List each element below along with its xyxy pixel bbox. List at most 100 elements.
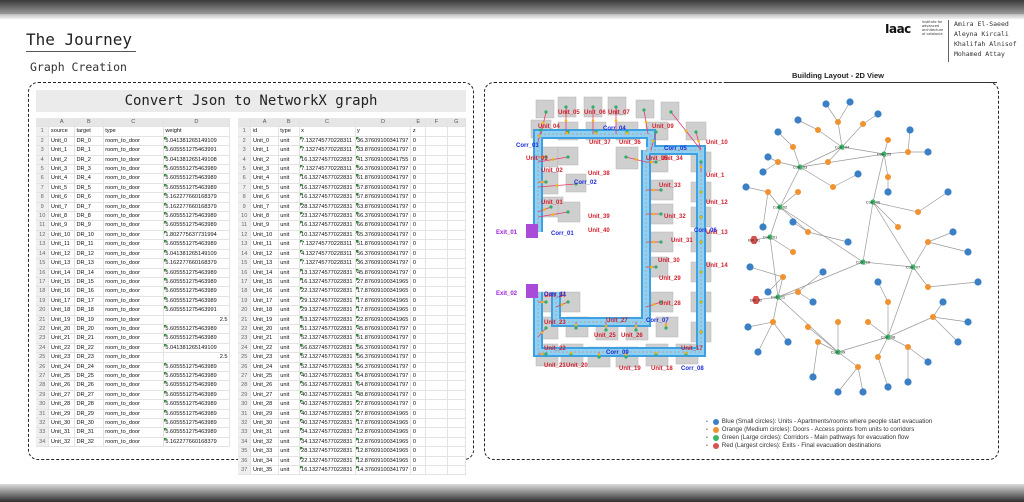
row-number[interactable]: 24 [36,343,50,354]
table-cell[interactable]: unit [278,362,300,372]
table-cell[interactable]: DR_27 [74,390,104,401]
table-cell[interactable]: DR_31 [74,427,104,438]
table-cell[interactable]: 23.13274577022831 [299,211,356,222]
table-cell[interactable]: Unit_2 [48,155,75,166]
table-cell[interactable]: Unit_1 [48,145,75,156]
table-cell[interactable]: unit [278,239,300,250]
table-cell[interactable]: Unit_14 [48,268,75,278]
table-cell[interactable]: 40.13274577022831 [299,371,356,382]
table-cell[interactable]: Unit_15 [250,277,279,288]
table-cell[interactable]: 0 [410,268,427,278]
table-cell[interactable]: Unit_28 [48,399,75,410]
table-cell[interactable]: Unit_10 [250,230,279,241]
table-cell[interactable] [447,249,467,260]
table-cell[interactable]: room_to_door [103,202,164,213]
row-number[interactable]: 3 [36,145,50,156]
table-cell[interactable]: Unit_1 [250,145,279,156]
table-cell[interactable] [447,324,467,335]
table-cell[interactable]: 4.132745770228311 [299,249,356,260]
table-cell[interactable] [447,446,467,457]
table-cell[interactable]: Unit_29 [48,409,75,420]
row-number[interactable]: 9 [238,202,252,213]
table-cell[interactable] [447,465,467,476]
table-cell[interactable] [447,333,467,344]
header-cell[interactable]: z [410,126,427,137]
table-cell[interactable] [425,437,448,448]
table-cell[interactable]: room_to_door [103,409,164,420]
row-number[interactable]: 35 [238,446,252,457]
header-cell[interactable]: y [355,126,412,137]
table-cell[interactable]: room_to_door [103,258,164,269]
row-number[interactable]: 24 [238,343,252,354]
table-cell[interactable]: DR_29 [74,409,104,420]
table-cell[interactable]: 27.87609100341965 [355,409,412,420]
table-cell[interactable]: 0 [410,202,427,213]
column-letter[interactable]: A [48,118,75,128]
table-cell[interactable] [447,380,467,391]
table-cell[interactable]: unit [278,173,300,184]
table-cell[interactable] [447,155,467,166]
row-number[interactable]: 31 [36,409,50,420]
table-cell[interactable]: Unit_0 [48,136,75,147]
table-cell[interactable]: 16.13274577022831 [299,192,356,203]
table-cell[interactable]: unit [278,456,300,467]
table-cell[interactable]: unit [278,258,300,269]
table-cell[interactable]: 16.13274577022831 [299,173,356,184]
table-cell[interactable] [447,296,467,307]
table-cell[interactable]: Unit_6 [48,192,75,203]
table-cell[interactable]: 0 [410,145,427,156]
table-cell[interactable] [425,390,448,401]
table-cell[interactable]: room_to_door [103,343,164,354]
table-cell[interactable]: DR_26 [74,380,104,391]
table-cell[interactable]: 0 [410,371,427,382]
table-cell[interactable]: 57.87609100341797 [355,183,412,194]
table-cell[interactable] [425,258,448,269]
table-cell[interactable]: unit [278,371,300,382]
table-cell[interactable] [425,418,448,429]
row-number[interactable]: 4 [238,155,252,166]
table-cell[interactable]: DR_23 [74,352,104,363]
table-cell[interactable]: DR_13 [74,258,104,269]
table-cell[interactable] [447,362,467,372]
table-cell[interactable]: Unit_23 [250,352,279,363]
row-number[interactable]: 3 [238,145,252,156]
table-cell[interactable]: unit [278,343,300,354]
table-cell[interactable]: 57.87609100341797 [355,192,412,203]
table-cell[interactable]: unit [278,296,300,307]
table-cell[interactable]: Unit_33 [250,446,279,457]
table-cell[interactable]: 5.605551275463989 [163,220,231,231]
table-cell[interactable]: 0 [410,155,427,166]
row-number[interactable]: 29 [238,390,252,401]
table-cell[interactable]: 64.87609100341797 [355,380,412,391]
row-number[interactable]: 33 [36,427,50,438]
table-cell[interactable]: room_to_door [103,315,164,325]
table-cell[interactable] [425,183,448,194]
row-number[interactable]: 14 [36,249,50,260]
table-cell[interactable]: 12.87609100341965 [355,437,412,448]
header-cell[interactable]: x [299,126,356,137]
table-cell[interactable] [447,371,467,382]
table-cell[interactable]: unit [278,409,300,420]
table-cell[interactable]: 7.132745770228311 [299,145,356,156]
table-cell[interactable]: 27.87609100341797 [355,399,412,410]
table-cell[interactable]: DR_9 [74,220,104,231]
row-number[interactable]: 34 [36,437,50,448]
table-cell[interactable]: room_to_door [103,230,164,241]
table-cell[interactable]: Unit_25 [250,371,279,382]
table-cell[interactable]: 5.041381265149109 [163,136,231,147]
table-cell[interactable]: 51.13274577022831 [299,324,356,335]
column-letter[interactable]: B [74,118,104,128]
table-cell[interactable]: 5.605551275463991 [163,145,231,156]
header-cell[interactable]: id [250,126,279,137]
table-cell[interactable]: 17.87609100341965 [355,296,412,307]
table-cell[interactable]: 0 [410,305,427,316]
table-cell[interactable] [425,315,448,325]
table-cell[interactable]: room_to_door [103,277,164,288]
table-cell[interactable]: 5.605551275463989 [163,286,231,297]
table-cell[interactable]: DR_30 [74,418,104,429]
row-number[interactable]: 33 [238,427,252,438]
table-cell[interactable]: unit [278,230,300,241]
table-cell[interactable]: Unit_22 [250,343,279,354]
table-cell[interactable]: Unit_8 [48,211,75,222]
